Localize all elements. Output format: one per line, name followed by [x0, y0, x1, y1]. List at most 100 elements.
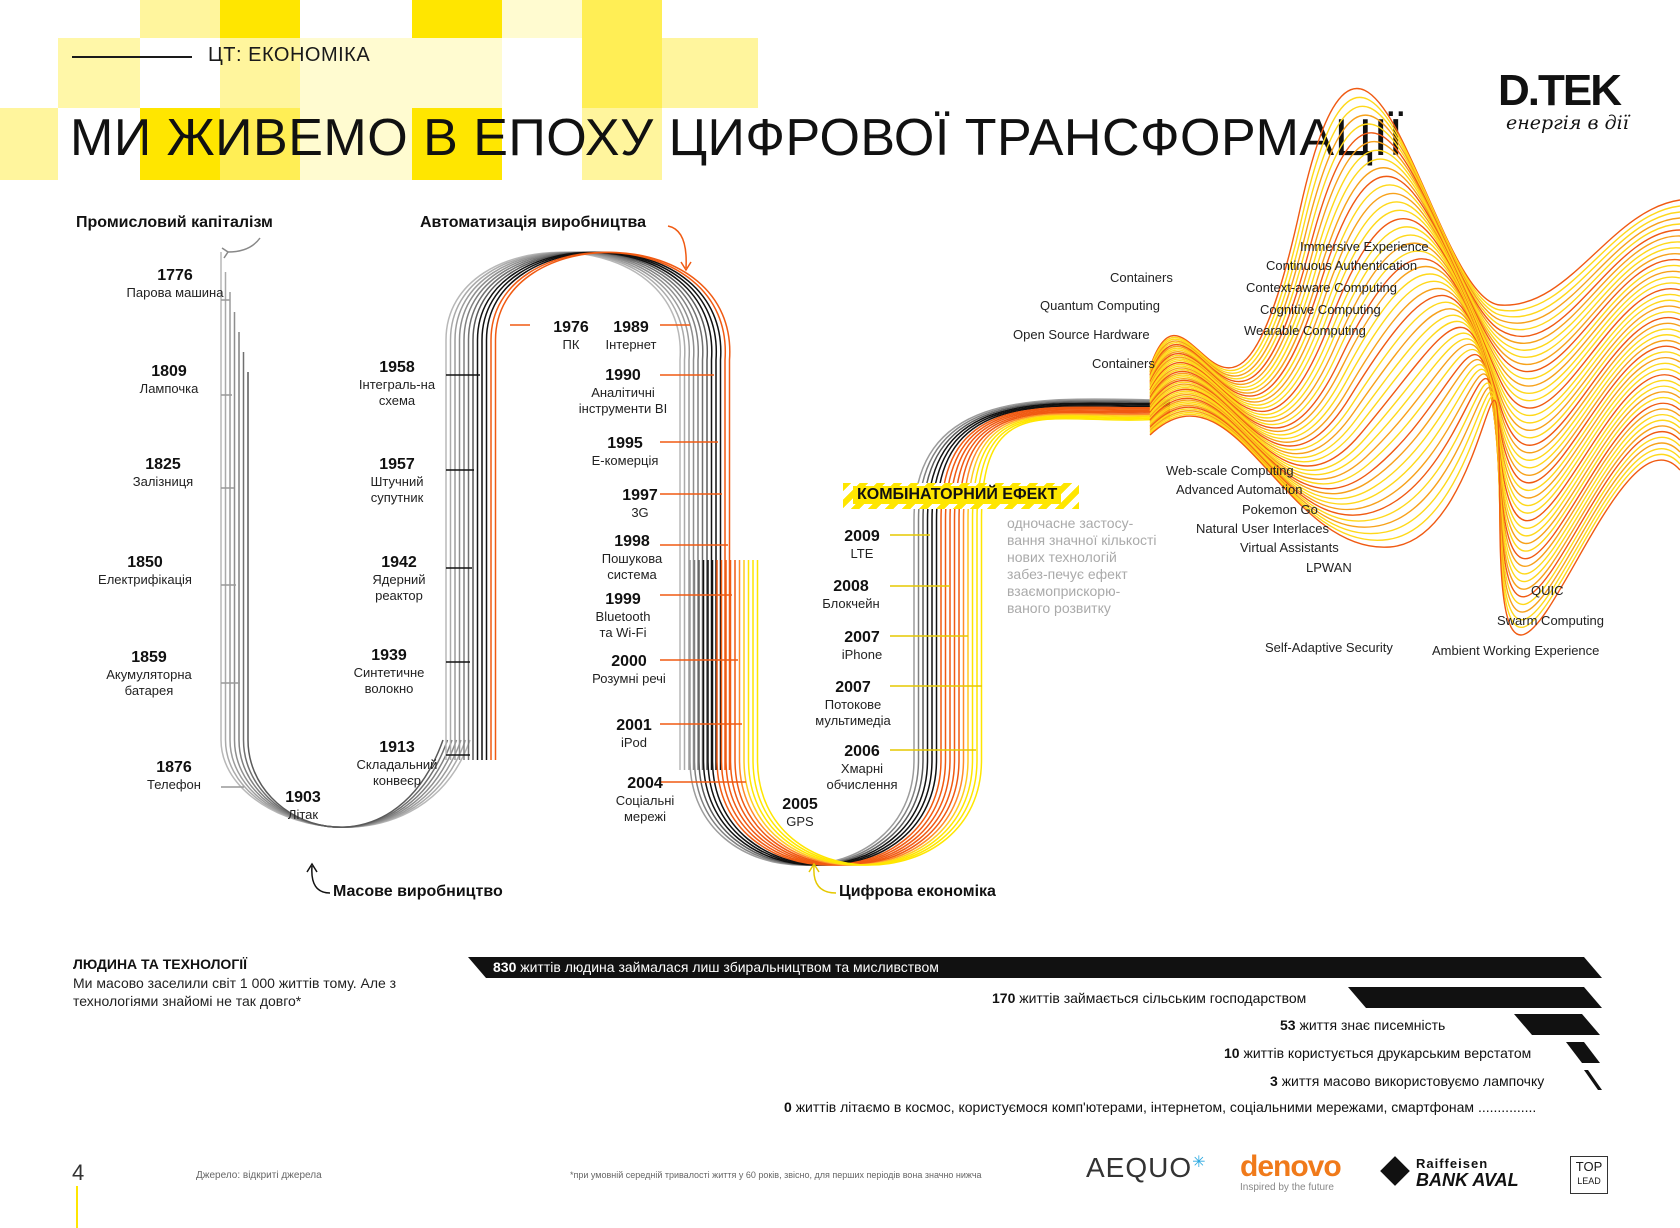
- denovo-logo: denovo Inspired by the future: [1240, 1150, 1342, 1193]
- bar-label-10: 10 життів користується друкарським верст…: [1224, 1045, 1532, 1061]
- tech-label: Continuous Authentication: [1266, 258, 1418, 273]
- wave-strand: [1149, 280, 1680, 469]
- page-title: МИ ЖИВЕМО В ЕПОХУ ЦИФРОВОЇ ТРАНСФОРМАЦІЇ: [70, 109, 1404, 167]
- wave-strand: [1149, 373, 1680, 590]
- era-digital: Цифрова економіка: [839, 883, 996, 900]
- wave-strand: [1149, 382, 1680, 605]
- wave-strand: [1149, 201, 1680, 406]
- bar-label-830: 830 життів людина займалася лиш збиральн…: [493, 959, 939, 975]
- tech-label: Context-aware Computing: [1246, 280, 1398, 295]
- section-label: ЦТ: ЕКОНОМІКА: [208, 44, 371, 66]
- tech-label: Quantum Computing: [1040, 298, 1160, 313]
- wave-strand: [1149, 123, 1680, 380]
- wave-strand: [1149, 87, 1680, 369]
- wave-strand: [1149, 105, 1680, 374]
- combinatorial-waves: [1149, 87, 1680, 636]
- tech-label: LPWAN: [1306, 560, 1352, 575]
- wave-strand: [1149, 226, 1680, 417]
- event-connectors: [221, 299, 982, 788]
- wave-strand: [1149, 353, 1680, 560]
- wave-strand: [734, 411, 1171, 866]
- wave-strand: [1149, 149, 1680, 388]
- tech-label: Virtual Assistants: [1240, 540, 1339, 555]
- wave-strand: [1149, 332, 1680, 529]
- logo-wordmark: D.TEK: [1498, 66, 1622, 115]
- bar-10: [1566, 1042, 1600, 1063]
- wave-strand: [1149, 140, 1680, 386]
- wave-strand: [1149, 175, 1680, 397]
- wave-strand: [1149, 114, 1680, 377]
- wave-strand: [1149, 250, 1680, 439]
- wave-strand: [1149, 96, 1680, 372]
- wave-strand: [247, 372, 444, 828]
- tech-label: Containers: [1110, 270, 1173, 285]
- people-heading: ЛЮДИНА ТА ТЕХНОЛОГІЇ: [73, 956, 248, 972]
- wave-strand: [1149, 265, 1680, 454]
- bar-170: [1348, 987, 1602, 1008]
- wave-strand: [729, 410, 1171, 866]
- wave-strand: [1149, 192, 1680, 403]
- wave-strand: [1149, 209, 1680, 409]
- wave-strand: [698, 401, 1171, 866]
- digital-band: [689, 398, 1171, 866]
- bar-label-170: 170 життів займається сільським господар…: [992, 990, 1307, 1006]
- wave-strand: [1149, 363, 1680, 575]
- wave-strand: [1149, 326, 1680, 522]
- bar-label-3: 3 життя масово використовуємо лампочку: [1270, 1073, 1545, 1089]
- wave-strand: [716, 406, 1171, 866]
- footnote: *при умовній середній тривалості життя у…: [570, 1170, 982, 1180]
- wave-strand: [1149, 399, 1680, 636]
- wave-strand: [1149, 184, 1680, 400]
- arrow-industrial: [227, 237, 261, 253]
- wave-strand: [707, 403, 1171, 866]
- wave-strand: [1149, 314, 1680, 507]
- tech-label: Advanced Automation: [1176, 482, 1303, 497]
- combinatorial-description: одночасне застосу-вання значної кількост…: [1007, 515, 1157, 616]
- bar-label-0: 0 життів літаємо в космос, користуємося …: [784, 1099, 1537, 1115]
- wave-strand: [1149, 294, 1680, 484]
- tech-label: Self-Adaptive Security: [1265, 640, 1393, 655]
- bar-label-53: 53 життя знає писемність: [1280, 1017, 1446, 1033]
- wave-strand: [693, 399, 1171, 866]
- tech-label: Web-scale Computing: [1166, 463, 1294, 478]
- wave-strand: [1149, 308, 1680, 499]
- bar-830: [468, 957, 1602, 978]
- tech-label: Ambient Working Experience: [1432, 643, 1600, 658]
- era-mass: Масове виробництво: [333, 883, 503, 900]
- wave-strand: [1149, 343, 1680, 545]
- wave-strand: [1149, 386, 1680, 613]
- tech-label: Pokemon Go: [1242, 502, 1318, 517]
- era-industrial: Промисловий капіталізм: [76, 214, 273, 231]
- wave-strand: [1149, 395, 1680, 628]
- page-number: 4: [72, 1160, 85, 1185]
- wave-strand: [1149, 242, 1680, 431]
- tech-label: Natural User Interlaces: [1196, 521, 1329, 536]
- wave-strand: [1149, 258, 1680, 446]
- tech-label: Open Source Hardware: [1013, 327, 1150, 342]
- tech-label: Cognitive Computing: [1260, 302, 1381, 317]
- wave-strand: [1149, 349, 1680, 552]
- wave-strand: [689, 398, 1171, 866]
- wave-strand: [1149, 301, 1680, 491]
- wave-strand: [743, 413, 1171, 866]
